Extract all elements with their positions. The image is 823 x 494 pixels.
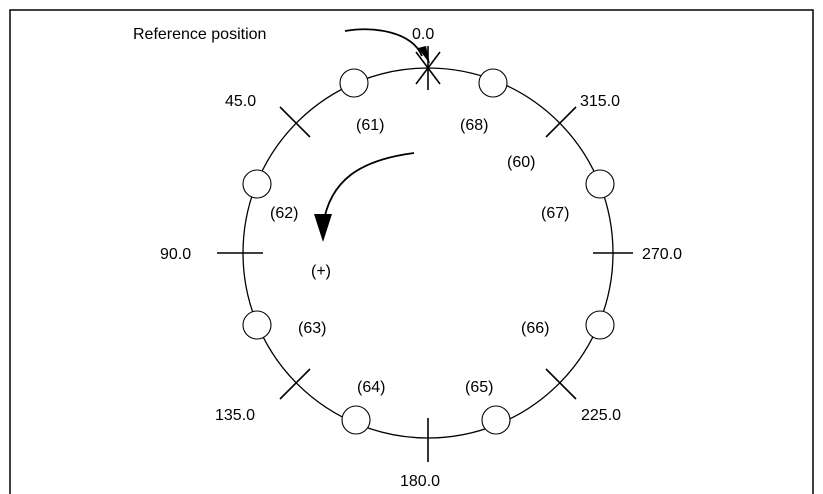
pot-circle <box>341 405 371 435</box>
pot-circle <box>481 405 511 435</box>
pot-label-60: (60) <box>507 154 535 171</box>
angle-label-225: 225.0 <box>581 407 621 424</box>
direction-label: (+) <box>311 263 331 280</box>
pot-circle <box>585 310 615 340</box>
pot-circle <box>339 68 369 98</box>
pot-label-66: (66) <box>521 320 549 337</box>
angle-label-0: 0.0 <box>412 26 434 43</box>
angle-label-180: 180.0 <box>400 473 440 490</box>
pot-label-65: (65) <box>465 379 493 396</box>
pot-label-62: (62) <box>270 205 298 222</box>
angle-label-45: 45.0 <box>225 93 256 110</box>
angle-label-270: 270.0 <box>642 246 682 263</box>
tick-225 <box>545 368 577 400</box>
tick-315 <box>545 106 577 138</box>
angle-label-135: 135.0 <box>215 407 255 424</box>
reference-arrowhead <box>418 46 430 64</box>
angle-label-315: 315.0 <box>580 93 620 110</box>
pot-label-63: (63) <box>298 320 326 337</box>
reference-arrow <box>344 28 423 57</box>
pot-label-68: (68) <box>460 117 488 134</box>
main-circle <box>242 67 614 439</box>
direction-arrowhead <box>314 214 332 242</box>
direction-arrow <box>322 152 415 226</box>
angle-label-90: 90.0 <box>160 246 191 263</box>
pot-label-61: (61) <box>356 117 384 134</box>
pot-label-67: (67) <box>541 205 569 222</box>
pot-label-64: (64) <box>357 379 385 396</box>
reference-position-label: Reference position <box>133 26 266 43</box>
tick-45 <box>279 106 311 138</box>
diagram-frame <box>9 9 814 494</box>
pot-circle <box>242 169 272 199</box>
pot-circle <box>585 169 615 199</box>
tick-135 <box>279 368 311 400</box>
pot-circle <box>242 310 272 340</box>
pot-circle <box>478 68 508 98</box>
